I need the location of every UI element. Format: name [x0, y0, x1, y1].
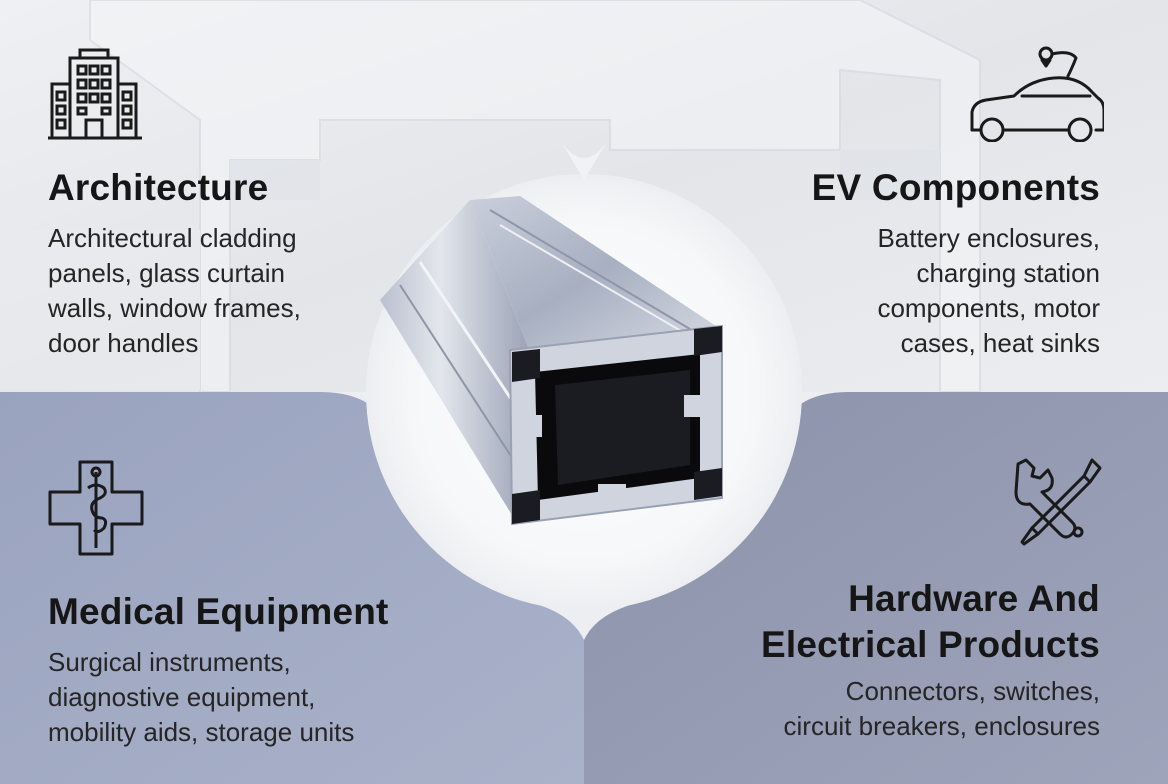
ev-components-title: EV Components — [811, 167, 1100, 208]
architecture-description: Architectural cladding panels, glass cur… — [48, 223, 301, 358]
office-building-icon — [46, 48, 144, 140]
wrench-screwdriver-icon — [1008, 456, 1104, 548]
medical-cross-caduceus-icon — [46, 458, 146, 558]
medical-equipment-title: Medical Equipment — [48, 591, 389, 632]
hardware-electrical-description: Connectors, switches, circuit breakers, … — [783, 676, 1100, 741]
architecture-title: Architecture — [48, 167, 269, 208]
medical-equipment-description: Surgical instruments, diagnostive equipm… — [48, 647, 355, 747]
ev-components-description: Battery enclosures, charging station com… — [877, 223, 1100, 358]
electric-car-icon — [964, 44, 1104, 142]
hardware-electrical-title: Hardware And Electrical Products — [761, 578, 1100, 665]
